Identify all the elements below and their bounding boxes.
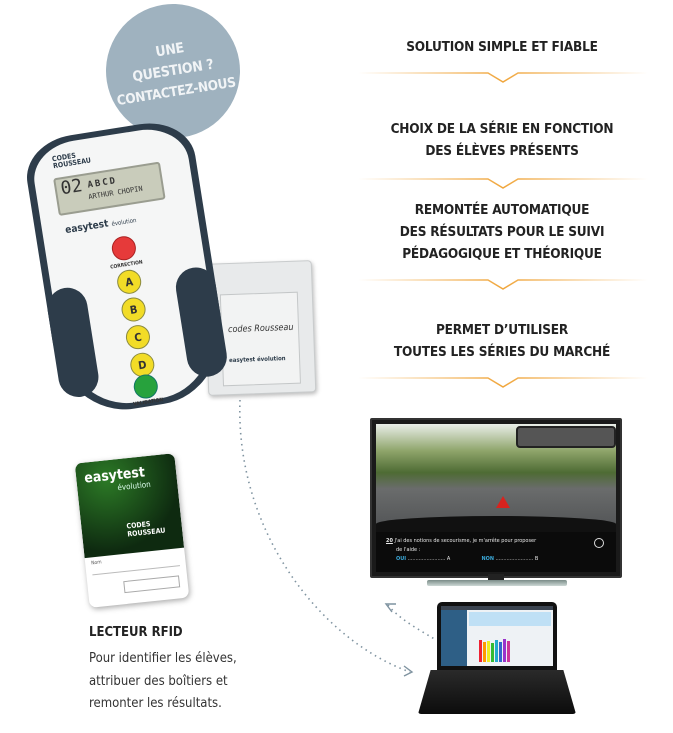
question-text: J'ai des notions de secourisme, je m'arr… <box>394 538 537 544</box>
rfid-title: LECTEUR RFID <box>89 625 183 640</box>
feature-line: SOLUTION SIMPLE ET FIABLE <box>406 39 598 55</box>
question-panel: 20 J'ai des notions de secourisme, je m'… <box>376 532 616 572</box>
bar-chart-thumbnail <box>479 639 510 662</box>
feature-series-choice: CHOIX DE LA SÉRIE EN FONCTION DES ÉLÈVES… <box>352 118 652 162</box>
feature-line: PÉDAGOGIQUE ET THÉORIQUE <box>402 246 602 262</box>
tv-stand <box>427 580 567 586</box>
feature-line: DES ÉLÈVES PRÉSENTS <box>425 143 579 159</box>
rfid-description: Pour identifier les élèves, attribuer de… <box>89 648 289 716</box>
answer-b-key: ........................ B <box>495 556 539 562</box>
chevron-divider <box>358 279 648 290</box>
feature-all-series: PERMET D’UTILISER TOUTES LES SÉRIES DU M… <box>352 319 652 363</box>
timer-icon <box>594 538 604 548</box>
laptop-screen <box>437 602 557 670</box>
chevron-divider <box>358 72 648 83</box>
card-suffix: évolution <box>116 479 152 493</box>
answer-b-label: NON <box>481 556 494 562</box>
rfid-card-image: easytest évolution CODES ROUSSEAU Nom <box>74 453 190 608</box>
feature-line: PERMET D’UTILISER <box>435 322 569 338</box>
chevron-divider <box>358 377 648 388</box>
card-name-label: Nom <box>90 559 102 567</box>
rfid-line: remonter les résultats. <box>89 696 222 711</box>
rfid-line: Pour identifier les élèves, <box>89 651 237 666</box>
feature-line: DES RÉSULTATS POUR LE SUIVI <box>399 224 605 240</box>
results-app-screenshot <box>441 606 553 666</box>
feature-line: REMONTÉE AUTOMATIQUE <box>414 202 590 218</box>
tv-screen: 20 J'ai des notions de secourisme, je m'… <box>370 418 622 578</box>
rfid-line: attribuer des boîtiers et <box>89 673 228 689</box>
feature-results-upload: REMONTÉE AUTOMATIQUE DES RÉSULTATS POUR … <box>352 199 652 265</box>
answer-a-label: OUI <box>396 556 407 562</box>
tv-neck <box>488 574 504 582</box>
laptop-keyboard <box>418 670 576 714</box>
chevron-divider <box>358 178 648 189</box>
answer-a-key: ........................ A <box>407 556 451 562</box>
road-scene-image <box>376 424 616 532</box>
feature-line: CHOIX DE LA SÉRIE EN FONCTION <box>390 121 614 137</box>
question-text-cont: de l'aide : <box>396 547 421 553</box>
feature-line: TOUTES LES SÉRIES DU MARCHÉ <box>393 344 611 360</box>
feature-simple: SOLUTION SIMPLE ET FIABLE <box>352 36 652 58</box>
question-number: 20 <box>386 538 393 544</box>
